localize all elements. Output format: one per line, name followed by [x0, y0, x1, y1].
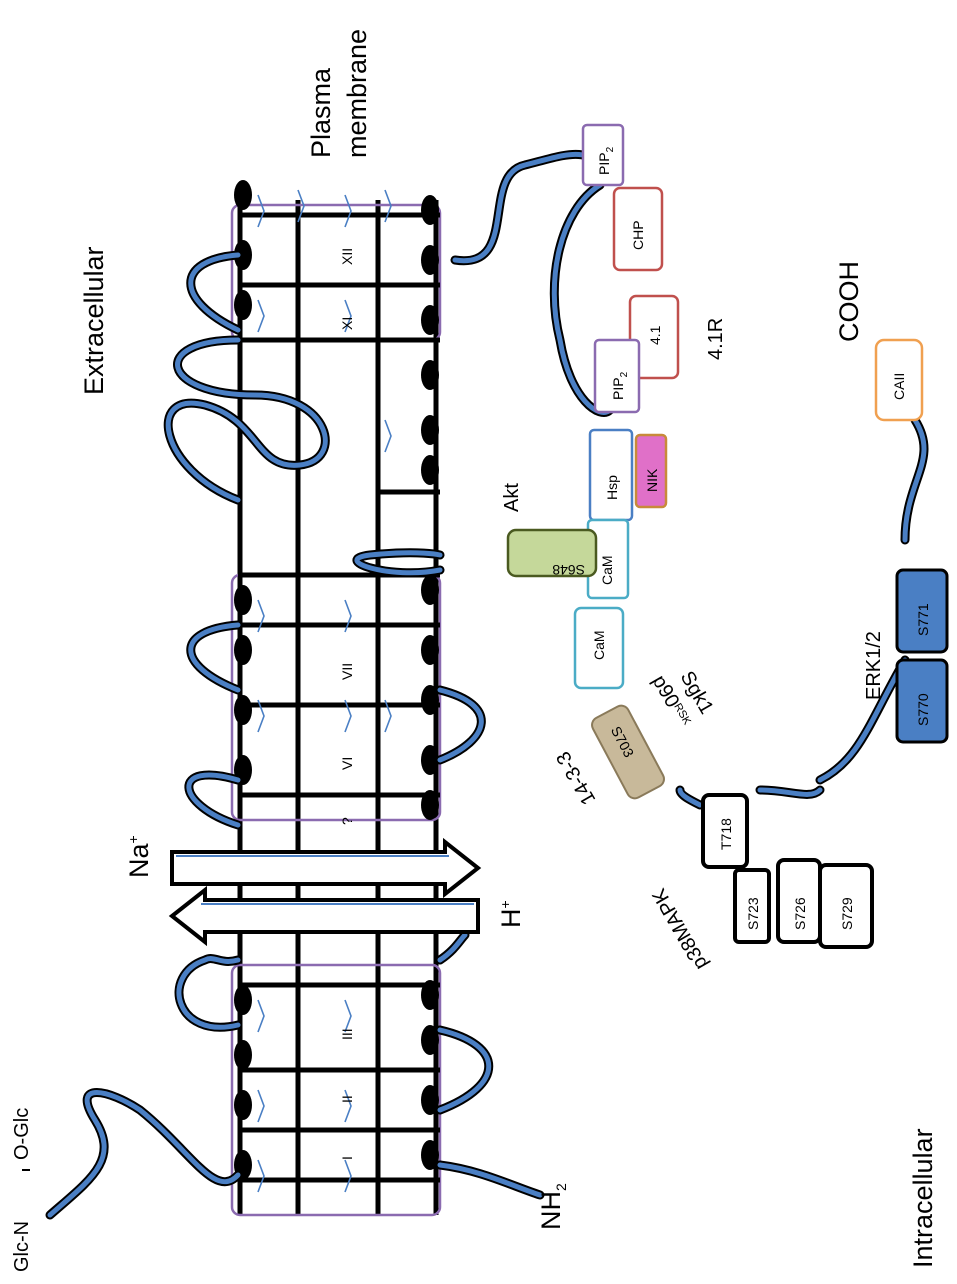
- c-terminus-label: COOH: [834, 261, 864, 342]
- hsp-label: Hsp: [604, 475, 620, 500]
- s723-site: S723: [735, 870, 769, 942]
- tm-segment-7: VII: [339, 663, 355, 680]
- sodium-arrow: [172, 842, 478, 894]
- erm-label: 4.1: [647, 325, 663, 345]
- s726-site: S726: [778, 860, 820, 942]
- plasma-membrane-label-line2: membrane: [342, 29, 372, 158]
- pip2-mid-box: PIP2: [595, 340, 639, 412]
- s770-site: S770: [897, 660, 947, 742]
- erk-label: ERK1/2: [863, 631, 885, 700]
- lipid-heads: [234, 180, 439, 1180]
- n-glycosylation-label: Glc-N: [11, 1221, 33, 1272]
- tm-segment-6: VI: [339, 757, 355, 770]
- t718-label: T718: [718, 818, 734, 850]
- cam-upper-label: CaM: [599, 555, 615, 585]
- plasma-membrane: [232, 180, 440, 1215]
- nik-box: NIK: [636, 435, 666, 507]
- s648-label: S648: [552, 562, 585, 578]
- tm-segment-11: XI: [339, 317, 355, 330]
- extracellular-label: Extracellular: [79, 246, 109, 395]
- tm-segment-3: III: [339, 1028, 355, 1040]
- protein-backbone: [50, 154, 924, 1215]
- n-terminus-label: NH2: [536, 1183, 569, 1230]
- tm-segment-12: XII: [339, 248, 355, 265]
- tm-segment-5: ?: [339, 817, 355, 825]
- chp-box: CHP: [614, 188, 662, 270]
- proton-arrow: [172, 890, 478, 942]
- s771-site: S771: [897, 570, 947, 652]
- caii-box: CAII: [876, 340, 922, 420]
- t718-site: T718: [703, 795, 747, 867]
- four-one-r-label: 4.1R: [705, 318, 727, 360]
- tm-segment-1: I: [339, 1156, 355, 1160]
- plasma-membrane-label-line1: Plasma: [306, 67, 336, 158]
- s770-label: S770: [915, 693, 931, 726]
- hsp-box: Hsp: [590, 430, 632, 520]
- proton-label: H+: [496, 900, 526, 928]
- s723-label: S723: [745, 897, 761, 930]
- pip2-top-box: PIP2: [583, 125, 623, 185]
- nik-label: NIK: [644, 468, 660, 492]
- o-glycosylation-label: O-Glc: [11, 1108, 33, 1160]
- cam-lower-box: CaM: [575, 608, 623, 688]
- s703-site: S703: [589, 703, 667, 801]
- caii-label: CAII: [891, 373, 907, 400]
- p38-label: p38MAPK: [648, 884, 712, 974]
- cam-lower-label: CaM: [591, 630, 607, 660]
- intracellular-label: Intracellular: [908, 1128, 938, 1268]
- s729-label: S729: [839, 897, 855, 930]
- fourteen-three-three-label: 14-3-3: [552, 747, 600, 808]
- s726-label: S726: [792, 897, 808, 930]
- s729-site: S729: [820, 865, 872, 947]
- s648-site: S648: [508, 530, 596, 578]
- chp-label: CHP: [630, 220, 646, 250]
- akt-label: Akt: [501, 483, 523, 512]
- sodium-label: Na+: [124, 835, 154, 878]
- tm-segment-2: II: [339, 1095, 355, 1103]
- s771-label: S771: [915, 603, 931, 636]
